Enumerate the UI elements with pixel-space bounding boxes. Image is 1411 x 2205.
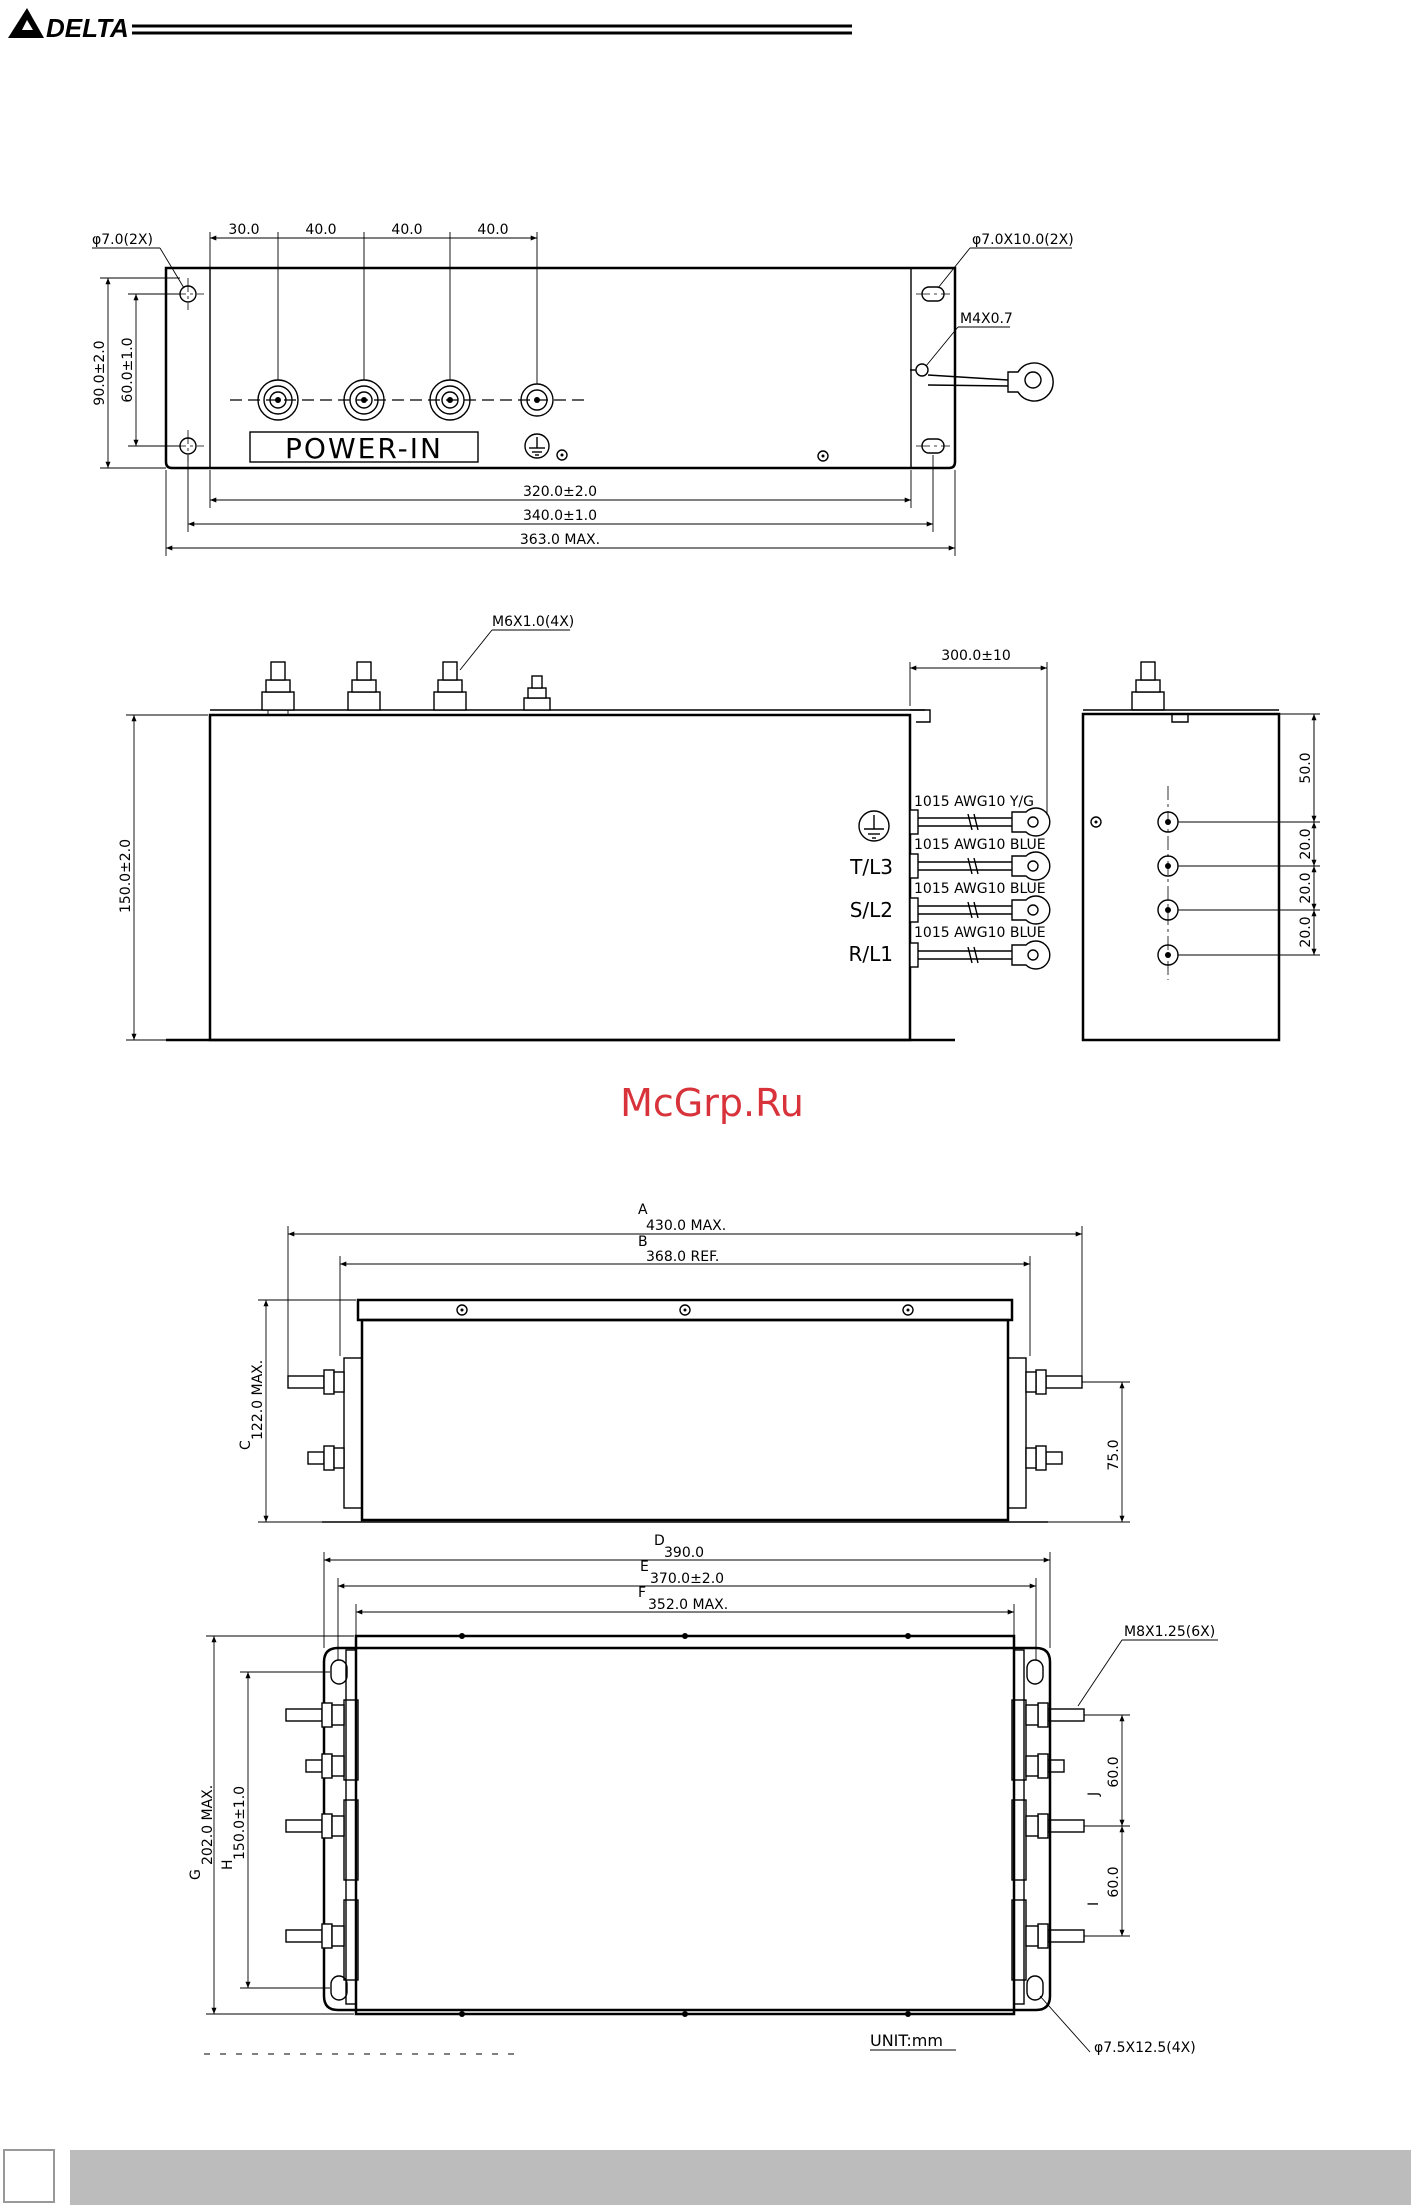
dim-g-letter: G [188,1869,204,1880]
terminal-s-l2: S/L2 [850,898,893,922]
front-studs [261,661,551,715]
dim-d-letter: D [654,1533,665,1549]
height-inner-dim: 60.0±1.0 [120,337,136,402]
watermark: McGrp.Ru [620,1081,804,1125]
delta-logo: DELTA [8,8,129,43]
dim-b-value: 368.0 REF. [646,1249,719,1265]
height-outer-dim: 90.0±2.0 [92,340,108,405]
width-3-dim: 363.0 MAX. [520,532,600,548]
dim-a-letter: A [638,1202,648,1218]
hole-right-callout: φ7.0X10.0(2X) [972,232,1074,248]
dim-c-letter: C [238,1440,254,1450]
dim-a-value: 430.0 MAX. [646,1218,726,1234]
dim-e-letter: E [640,1559,649,1575]
ground-symbol-icon [524,433,550,459]
dim-j-value: 60.0 [1106,1756,1122,1787]
dim-75: 75.0 [1106,1439,1122,1470]
spacing-2: 40.0 [305,222,336,238]
lower-left-studs [287,1369,345,1471]
plan-stud-callout: M8X1.25(6X) [1124,1624,1215,1640]
lower-front-view: A 430.0 MAX. B 368.0 REF. C 122.0 MAX. 7… [238,1202,1130,1523]
top-view: POWER-IN 30.0 40.0 40.0 40.0 φ7.0(2X) [92,222,1074,556]
plan-right-studs [1025,1702,1085,1949]
wire-spec-4: 1015 AWG10 BLUE [914,925,1046,941]
dim-d-value: 390.0 [664,1545,704,1561]
lead-length-dim: 300.0±10 [941,648,1011,664]
front-height-dim: 150.0±2.0 [118,839,134,913]
dim-i-value: 60.0 [1106,1866,1122,1897]
power-in-label: POWER-IN [285,432,443,465]
footer [3,2149,1411,2205]
wire-spec-3: 1015 AWG10 BLUE [914,881,1046,897]
dim-h-letter: H [220,1859,236,1870]
side-view: 50.0 20.0 20.0 20.0 [1081,661,1320,1042]
dim-e-value: 370.0±2.0 [650,1571,724,1587]
side-dim-1: 50.0 [1298,752,1314,783]
front-ground-icon [858,810,890,842]
dim-f-value: 352.0 MAX. [648,1597,728,1613]
side-dim-3: 20.0 [1298,872,1314,903]
spacing-4: 40.0 [477,222,508,238]
spacing-1: 30.0 [228,222,259,238]
slot-callout: φ7.5X12.5(4X) [1094,2040,1196,2056]
plan-terminal-blocks [343,1699,1027,1981]
wire-spec-2: 1015 AWG10 BLUE [914,837,1046,853]
front-view: M6X1.0(4X) 150.0±2.0 300.0±10 [118,614,1051,1042]
power-in-label-box [249,431,479,463]
dim-j-letter: J [1086,1792,1102,1797]
side-dim-2: 20.0 [1298,828,1314,859]
brand-name: DELTA [46,13,129,43]
ground-screw-callout: M4X0.7 [960,311,1013,327]
stud-callout: M6X1.0(4X) [492,614,574,630]
unit-label: UNIT:mm [870,2031,943,2050]
page-number-box [3,2149,55,2203]
spacing-3: 40.0 [391,222,422,238]
dim-h-value: 150.0±1.0 [232,1786,248,1860]
dim-g-value: 202.0 MAX. [200,1785,216,1865]
lower-right-studs [1025,1369,1083,1471]
terminal-t-l3: T/L3 [849,855,893,879]
width-2-dim: 340.0±1.0 [523,508,597,524]
width-1-dim: 320.0±2.0 [523,484,597,500]
plan-left-studs [285,1702,345,1949]
wire-spec-1: 1015 AWG10 Y/G [914,794,1034,810]
dim-c-value: 122.0 MAX. [250,1360,266,1440]
terminal-r-l1: R/L1 [848,942,893,966]
footer-bar [70,2150,1411,2205]
lower-plan-view: D 390.0 E 370.0±2.0 F 352.0 MAX. G 202.0… [188,1533,1218,2056]
hole-left-callout: φ7.0(2X) [92,232,153,248]
dim-i-letter: I [1086,1902,1102,1906]
side-dim-4: 20.0 [1298,916,1314,947]
dim-f-letter: F [638,1585,646,1601]
dim-b-letter: B [638,1234,648,1250]
wire-leads [909,807,1051,970]
header: DELTA [8,8,852,43]
